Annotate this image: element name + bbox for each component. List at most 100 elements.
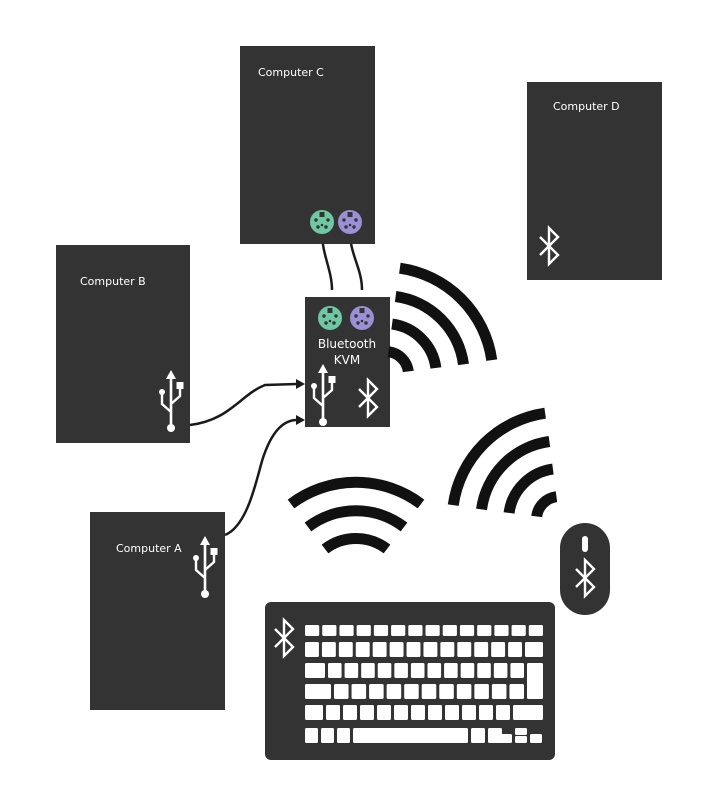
keyboard-key bbox=[491, 684, 507, 699]
keyboard-key bbox=[471, 728, 485, 743]
cable-computer-a-to-kvm bbox=[224, 418, 298, 537]
keyboard-key bbox=[406, 642, 421, 657]
keyboard-key bbox=[525, 642, 543, 657]
cable-a-arrowhead bbox=[296, 415, 305, 425]
computer-d: Computer D bbox=[527, 82, 662, 280]
keyboard-key bbox=[460, 663, 475, 678]
keyboard-key bbox=[344, 663, 359, 678]
keyboard-key bbox=[442, 625, 457, 636]
keyboard-key bbox=[305, 642, 319, 657]
keyboard-key bbox=[391, 625, 406, 636]
keyboard-key bbox=[360, 705, 374, 720]
keyboard-key bbox=[343, 705, 357, 720]
keyboard-key bbox=[305, 663, 325, 678]
keyboard-key bbox=[305, 625, 320, 636]
keyboard-key bbox=[428, 705, 442, 720]
keyboard-key bbox=[377, 663, 392, 678]
keyboard-key bbox=[377, 705, 391, 720]
computer-b: Computer B bbox=[56, 245, 190, 443]
keyboard-key bbox=[351, 684, 367, 699]
keyboard-key bbox=[338, 642, 353, 657]
keyboard-key bbox=[411, 705, 425, 720]
keyboard-key bbox=[491, 642, 506, 657]
computer-a: Computer A bbox=[90, 512, 225, 710]
keyboard-key bbox=[353, 728, 468, 743]
cable-computer-b-to-kvm bbox=[189, 382, 298, 427]
kvm-label-line2: KVM bbox=[334, 353, 360, 367]
ps2-port-purple bbox=[338, 210, 362, 234]
keyboard-key bbox=[337, 728, 350, 743]
keyboard-key bbox=[421, 684, 437, 699]
keyboard-key bbox=[389, 642, 404, 657]
keyboard-key bbox=[423, 642, 438, 657]
keyboard-key bbox=[334, 684, 349, 699]
keyboard-key bbox=[305, 728, 318, 743]
keyboard-key bbox=[404, 684, 419, 699]
keyboard-key bbox=[515, 736, 527, 743]
keyboard-key bbox=[456, 684, 472, 699]
keyboard-key bbox=[326, 705, 340, 720]
bluetooth-mouse bbox=[560, 523, 610, 615]
keyboard-key bbox=[394, 663, 408, 678]
keyboard-key bbox=[527, 663, 543, 699]
keyboard-key bbox=[440, 642, 455, 657]
keyboard-key bbox=[425, 625, 440, 636]
keyboard-key bbox=[322, 625, 337, 636]
keyboard-key bbox=[394, 705, 408, 720]
keyboard-key bbox=[410, 663, 425, 678]
keyboard-key bbox=[444, 663, 458, 678]
keyboard-key bbox=[321, 728, 334, 743]
keyboard-key bbox=[305, 684, 331, 699]
computer-c-label: Computer C bbox=[258, 66, 324, 79]
keyboard-key bbox=[369, 684, 384, 699]
keyboard-key bbox=[500, 734, 512, 743]
bluetooth-kvm: Bluetooth KVM bbox=[305, 297, 390, 428]
keyboard-key bbox=[457, 642, 472, 657]
keyboard-key bbox=[408, 625, 423, 636]
cable-b-arrowhead bbox=[296, 379, 305, 389]
keyboard-key bbox=[321, 642, 336, 657]
ps2-port-green bbox=[310, 210, 334, 234]
computer-c: Computer C bbox=[240, 46, 375, 244]
keyboard-key bbox=[356, 625, 371, 636]
keyboard-key bbox=[386, 684, 402, 699]
keyboard-key bbox=[528, 625, 543, 636]
keyboard-key bbox=[445, 705, 459, 720]
keyboard-key bbox=[355, 642, 370, 657]
keyboard-key bbox=[477, 663, 491, 678]
keyboard-key bbox=[474, 684, 489, 699]
keyboard-key bbox=[511, 625, 526, 636]
keyboard-key bbox=[509, 684, 524, 699]
keyboard-key bbox=[496, 705, 510, 720]
keyboard-key bbox=[459, 625, 475, 636]
bluetooth-keyboard bbox=[265, 602, 555, 760]
keyboard-key bbox=[339, 625, 354, 636]
keyboard-key bbox=[513, 705, 543, 720]
keyboard-key bbox=[493, 663, 508, 678]
keyboard-key bbox=[488, 728, 502, 743]
keyboard-key bbox=[427, 663, 442, 678]
computer-d-label: Computer D bbox=[553, 100, 620, 113]
keyboard-key bbox=[305, 705, 323, 720]
keyboard-key bbox=[373, 625, 389, 636]
keyboard-key bbox=[530, 734, 542, 743]
keyboard-key bbox=[515, 728, 527, 735]
keyboard-key bbox=[462, 705, 476, 720]
ps2-port-green bbox=[318, 306, 342, 330]
wireless-signal-keyboard bbox=[291, 482, 421, 549]
keyboard-key bbox=[477, 625, 492, 636]
ps2-port-purple bbox=[350, 306, 374, 330]
keyboard-key bbox=[508, 642, 522, 657]
keyboard-key bbox=[328, 663, 342, 678]
keyboard-keys bbox=[305, 625, 543, 743]
keyboard-key bbox=[474, 642, 489, 657]
keyboard-key bbox=[479, 705, 493, 720]
computer-b-label: Computer B bbox=[80, 275, 146, 288]
keyboard-key bbox=[439, 684, 454, 699]
kvm-label-line1: Bluetooth bbox=[318, 337, 376, 351]
keyboard-key bbox=[494, 625, 509, 636]
computer-a-label: Computer A bbox=[116, 542, 182, 555]
keyboard-key bbox=[372, 642, 387, 657]
